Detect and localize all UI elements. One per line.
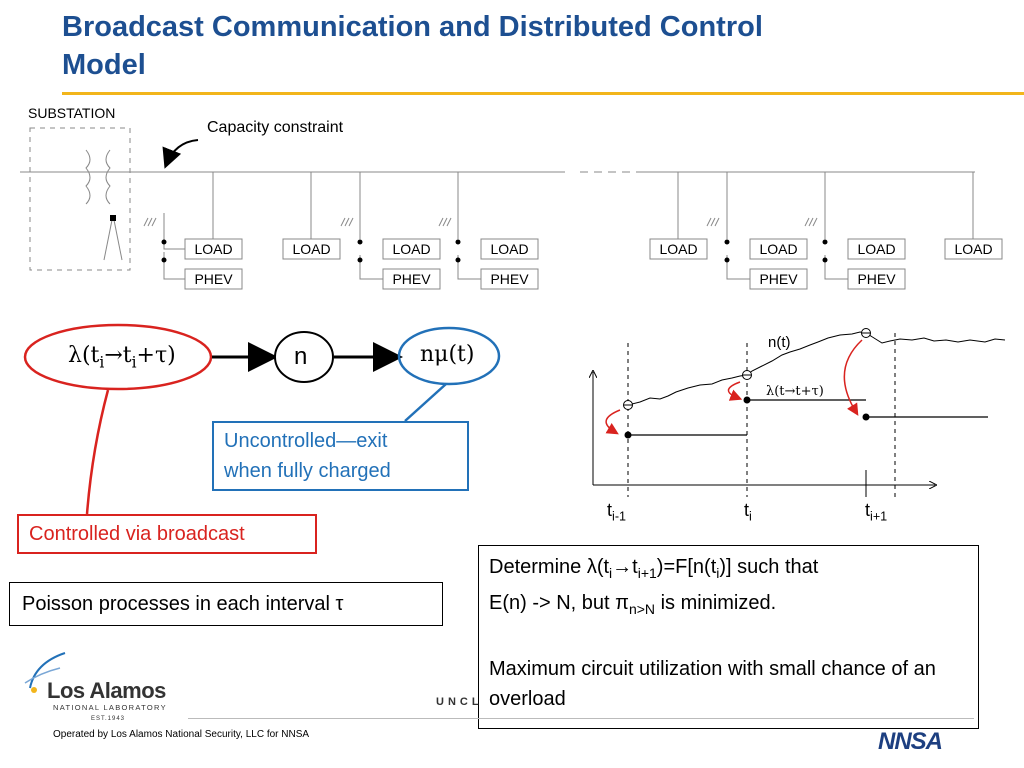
phev-box-1: PHEV [194, 271, 233, 287]
feedback-arrows [605, 339, 863, 435]
load-box-1: LOAD [194, 241, 233, 257]
operated-by-text: Operated by Los Alamos National Security… [53, 729, 310, 740]
transformer-symbol [85, 149, 123, 261]
lanl-subtitle: NATIONAL LABORATORY [53, 703, 167, 712]
comm-slashes [143, 217, 818, 227]
n-node [274, 331, 334, 383]
load-box-4: LOAD [490, 241, 529, 257]
phev-box-2: PHEV [392, 271, 431, 287]
lambda-ellipse [23, 323, 213, 391]
load-box-2: LOAD [292, 241, 331, 257]
title-divider [62, 92, 1024, 95]
step-dots [624, 396, 870, 439]
title-line-2: Model [62, 49, 146, 81]
slide-title: Broadcast Communication and Distributed … [62, 8, 962, 84]
uncontrolled-line-1: Uncontrolled—exit [224, 430, 388, 452]
load-boxes [184, 238, 1003, 260]
lambda-label: λ(ti→ti+τ) [68, 343, 176, 372]
n-node-label: n [294, 343, 308, 370]
plot-axes [593, 372, 935, 485]
title-line-1: Broadcast Communication and Distributed … [62, 11, 763, 43]
determine-textbox: Determine λ(ti→ti+1)=F[n(ti)] such that … [478, 545, 979, 729]
open-circles [623, 328, 871, 410]
determine-paragraph-2: Maximum circuit utilization with small c… [489, 658, 936, 710]
nmu-label: nμ(t) [420, 342, 475, 367]
lanl-est: EST.1943 [91, 716, 126, 722]
phev-box-4: PHEV [759, 271, 798, 287]
tick-label-next: ti+1 [865, 500, 888, 524]
tick-label-prev: ti-1 [607, 500, 627, 524]
lanl-logo-icon [24, 652, 66, 693]
nnsa-logo: NNSA [878, 728, 943, 755]
controlled-callout: Controlled via broadcast [17, 514, 317, 554]
lanl-name: Los Alamos [47, 678, 166, 703]
phev-box-3: PHEV [490, 271, 529, 287]
load-box-7: LOAD [857, 241, 896, 257]
nmu-ellipse [397, 326, 501, 386]
lambda-steps [628, 399, 988, 436]
switch-dots [161, 239, 828, 263]
uncontrolled-callout: Uncontrolled—exit when fully charged [212, 421, 469, 491]
n-curve-label: n(t) [768, 334, 791, 351]
plot-dashed-lines [627, 333, 896, 500]
load-box-5: LOAD [659, 241, 698, 257]
uncontrolled-line-2: when fully charged [224, 460, 391, 482]
load-box-8: LOAD [954, 241, 993, 257]
controlled-connector [85, 389, 110, 515]
determine-line-2: E(n) -> N, but πn>N is minimized. [489, 592, 777, 617]
poisson-callout: Poisson processes in each interval τ [9, 582, 443, 626]
load-box-6: LOAD [759, 241, 798, 257]
tick-label-cur: ti [744, 500, 752, 524]
lambda-step-label: λ(t→t+τ) [766, 384, 824, 399]
n-curve [627, 331, 1006, 406]
phev-box-5: PHEV [857, 271, 896, 287]
capacity-arrow [162, 139, 199, 169]
substation-label: SUBSTATION [28, 105, 116, 121]
capacity-constraint-label: Capacity constraint [207, 119, 344, 136]
load-box-3: LOAD [392, 241, 431, 257]
footer-divider [188, 718, 974, 719]
substation-box [29, 127, 131, 271]
classification-label: UNCL [436, 696, 483, 708]
uncontrolled-connector [404, 383, 447, 422]
feeder-drops [163, 172, 974, 280]
breaker-symbol [110, 215, 116, 221]
determine-line-1: Determine λ(ti→ti+1)=F[n(ti)] such that [489, 556, 819, 581]
phev-boxes [184, 268, 906, 290]
